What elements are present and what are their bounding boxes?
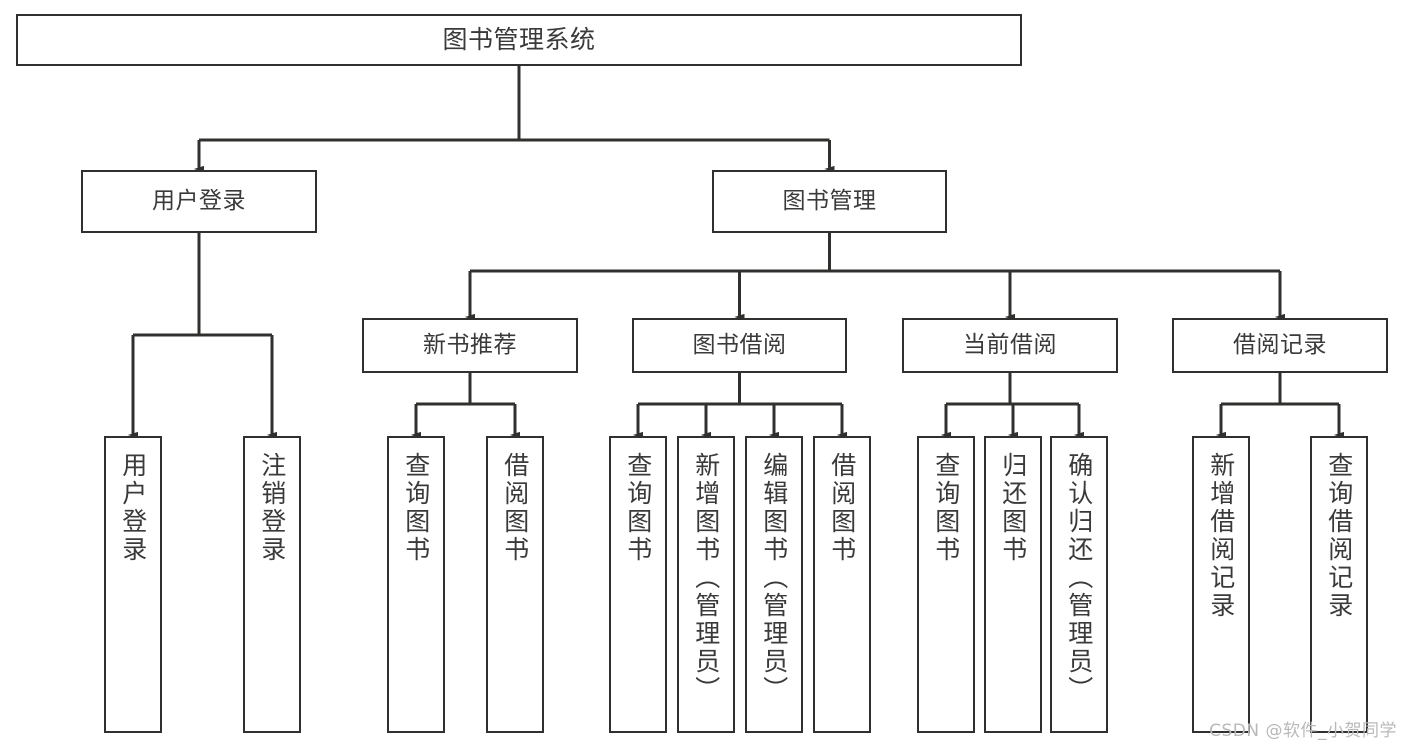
- node-label: 查询借阅记录: [1324, 452, 1354, 620]
- node-label: 新书推荐: [423, 331, 517, 358]
- node-label: 编辑图书（管理员）: [759, 452, 789, 704]
- node-leaf-edit-book-admin[interactable]: 编辑图书（管理员）: [745, 436, 803, 733]
- node-label: 图书管理系统: [442, 25, 596, 55]
- node-leaf-borrow-book-recommendation[interactable]: 借阅图书: [486, 436, 544, 733]
- node-label: 当前借阅: [963, 331, 1057, 358]
- node-book-borrow[interactable]: 图书借阅: [632, 318, 847, 373]
- node-label: 归还图书: [998, 452, 1028, 564]
- node-label: 用户登录: [118, 452, 148, 564]
- node-label: 新增借阅记录: [1206, 452, 1236, 620]
- node-leaf-query-book-current[interactable]: 查询图书: [917, 436, 975, 733]
- node-label: 确认归还（管理员）: [1064, 452, 1094, 704]
- node-label: 借阅图书: [827, 452, 857, 564]
- watermark-text: CSDN @软件_小贺同学: [1209, 721, 1397, 741]
- node-leaf-query-borrow-record[interactable]: 查询借阅记录: [1310, 436, 1368, 733]
- node-user-login[interactable]: 用户登录: [81, 170, 317, 233]
- node-leaf-user-login[interactable]: 用户登录: [104, 436, 162, 733]
- node-root-book-management-system[interactable]: 图书管理系统: [16, 14, 1022, 66]
- node-label: 查询图书: [931, 452, 961, 564]
- node-leaf-borrow-book[interactable]: 借阅图书: [813, 436, 871, 733]
- node-leaf-confirm-return-admin[interactable]: 确认归还（管理员）: [1050, 436, 1108, 733]
- node-leaf-query-book-borrow[interactable]: 查询图书: [609, 436, 667, 733]
- node-label: 查询图书: [623, 452, 653, 564]
- node-leaf-logout[interactable]: 注销登录: [243, 436, 301, 733]
- node-label: 图书管理: [782, 187, 877, 214]
- node-label: 新增图书（管理员）: [691, 452, 721, 704]
- node-label: 注销登录: [257, 452, 287, 564]
- node-new-book-recommendation[interactable]: 新书推荐: [362, 318, 578, 373]
- node-current-borrow[interactable]: 当前借阅: [902, 318, 1118, 373]
- node-leaf-add-book-admin[interactable]: 新增图书（管理员）: [677, 436, 735, 733]
- node-book-management[interactable]: 图书管理: [712, 170, 947, 233]
- node-leaf-return-book[interactable]: 归还图书: [984, 436, 1042, 733]
- node-label: 用户登录: [152, 187, 246, 214]
- node-leaf-add-borrow-record[interactable]: 新增借阅记录: [1192, 436, 1250, 733]
- node-label: 图书借阅: [692, 331, 787, 358]
- node-leaf-query-book-recommendation[interactable]: 查询图书: [387, 436, 445, 733]
- node-borrow-record[interactable]: 借阅记录: [1172, 318, 1388, 373]
- node-label: 查询图书: [401, 452, 431, 564]
- node-label: 借阅记录: [1233, 331, 1327, 358]
- node-label: 借阅图书: [500, 452, 530, 564]
